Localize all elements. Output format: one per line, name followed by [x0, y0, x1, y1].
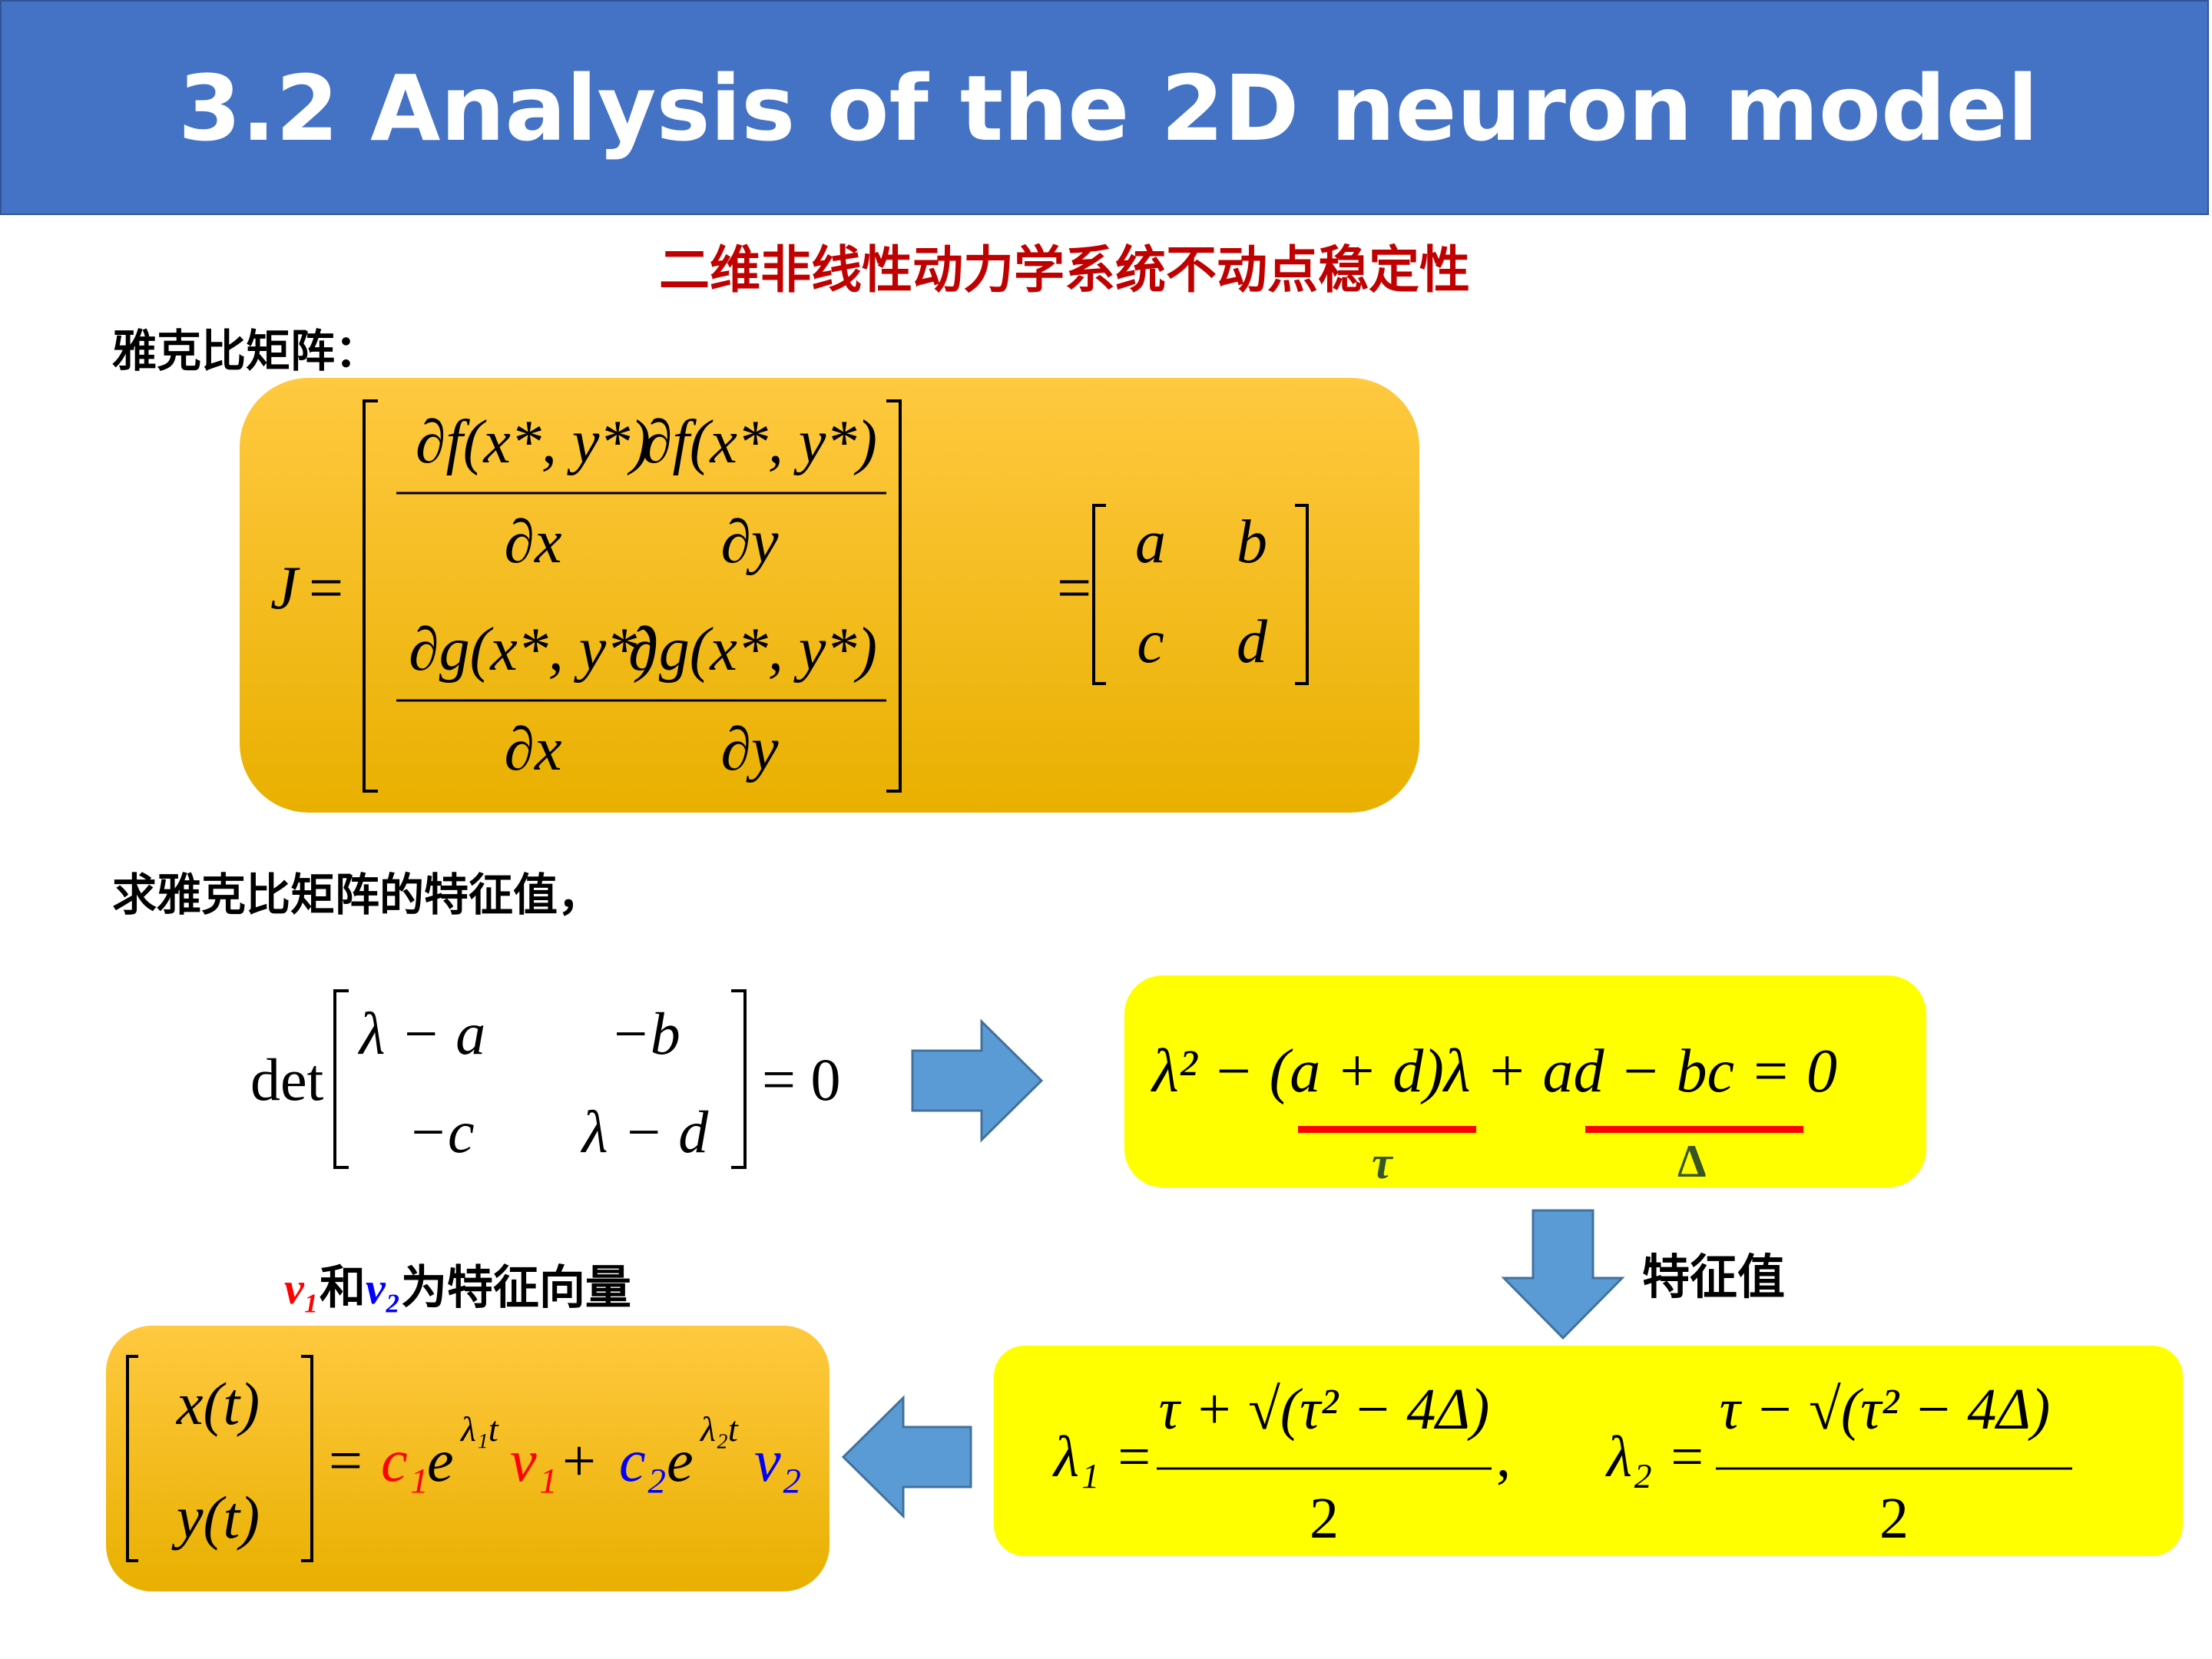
j12-denominator: ∂y [720, 508, 779, 576]
arrow-left-icon [841, 1395, 972, 1519]
delta-label: Δ [1677, 1136, 1707, 1187]
solution-box [106, 1326, 830, 1591]
characteristic-equation-box [1124, 975, 1926, 1187]
exp-e2: e [667, 1427, 694, 1494]
lambda2-numerator: τ − √(τ² − 4Δ) [1720, 1377, 2051, 1442]
det-rhs: = 0 [762, 1046, 841, 1113]
arrow-down-icon [1501, 1209, 1625, 1340]
jacobian-label: 雅克比矩阵： [112, 325, 380, 377]
characteristic-equation: λ² − (a + d)λ + ad − bc = 0 [1152, 1038, 1837, 1105]
exponent-2: λ₂t [699, 1409, 739, 1449]
slide-title: 3.2 Analysis of the 2D neuron model [178, 55, 2038, 161]
lambda1-lhs: λ₁ = [1052, 1425, 1154, 1489]
section-subtitle: 二维非线性动力学系统不动点稳定性 [659, 240, 1470, 300]
lambda2-lhs: λ₂ = [1605, 1425, 1707, 1489]
exp-e1: e [427, 1427, 454, 1494]
arrow-right-icon [911, 1018, 1044, 1143]
j22-numerator: ∂g(x*, y*) [628, 616, 877, 684]
eigenvalues-box [994, 1346, 2183, 1556]
jacobian-eq-sign: = [309, 555, 343, 622]
jacobian-J: J [270, 555, 300, 622]
lambda-separator: , [1496, 1425, 1511, 1489]
jacobian-equation: J = ∂f(x*, y*) ∂x ∂f(x*, y*) ∂y ∂g(x*, y… [270, 399, 1309, 793]
matrix-a: a [1135, 508, 1166, 576]
eigen-prompt-label: 求雅克比矩阵的特征值， [112, 869, 603, 921]
tau-label: τ [1372, 1137, 1392, 1188]
delta-underline [1585, 1126, 1803, 1133]
v1-label: v₁ [284, 1263, 320, 1313]
solution-eq-sign: = [329, 1427, 363, 1494]
title-banner [0, 0, 2209, 215]
jacobian-box [240, 378, 1419, 813]
j22-denominator: ∂y [720, 716, 779, 783]
lambda1-denominator: 2 [1310, 1486, 1339, 1551]
v2-vector: v₂ [754, 1427, 802, 1494]
det-equation: det λ − a −b −c λ − d = 0 [250, 989, 841, 1169]
y-of-t: y(t) [171, 1484, 260, 1551]
j11-numerator: ∂f(x*, y*) [416, 409, 651, 476]
general-solution: x(t) y(t) = c₁ e λ₁t v₁ + c₂ e λ₂t v₂ [126, 1355, 802, 1562]
eigenvalue-solutions: λ₁ = τ + √(τ² − 4Δ) 2 , λ₂ = τ − √(τ² − … [1052, 1377, 2072, 1551]
exponent-1: λ₁t [459, 1409, 499, 1449]
j21-denominator: ∂x [504, 716, 561, 783]
lambda2-denominator: 2 [1879, 1486, 1909, 1551]
v1-vector: v₁ [510, 1427, 558, 1494]
x-of-t: x(t) [176, 1370, 260, 1437]
det-m22: λ − d [581, 1098, 709, 1165]
tau-underline [1298, 1126, 1476, 1133]
j11-denominator: ∂x [504, 508, 561, 576]
c1-coef: c₁ [381, 1427, 429, 1494]
and-text: 和 [319, 1261, 366, 1315]
jacobian-eq-sign-2: = [1057, 555, 1091, 622]
lambda1-numerator: τ + √(τ² − 4Δ) [1159, 1377, 1490, 1442]
v2-label: v₂ [365, 1263, 401, 1313]
matrix-c: c [1137, 608, 1164, 676]
eigenvector-suffix: 为特征向量 [400, 1261, 631, 1315]
det-text: det [250, 1046, 324, 1113]
matrix-b: b [1237, 508, 1267, 576]
det-m21: −c [407, 1098, 474, 1165]
matrix-d: d [1237, 608, 1268, 676]
eigenvectors-label: v₁和v₂为特征向量 [284, 1250, 631, 1317]
j12-numerator: ∂f(x*, y*) [642, 409, 877, 476]
c2-coef: c₂ [619, 1427, 667, 1494]
plus-sign: + [562, 1427, 596, 1494]
j21-numerator: ∂g(x*, y*) [409, 616, 657, 684]
det-m11: λ − a [358, 1000, 485, 1067]
eigenvalues-label: 特征值 [1642, 1249, 1786, 1305]
det-m12: −b [610, 1000, 680, 1067]
